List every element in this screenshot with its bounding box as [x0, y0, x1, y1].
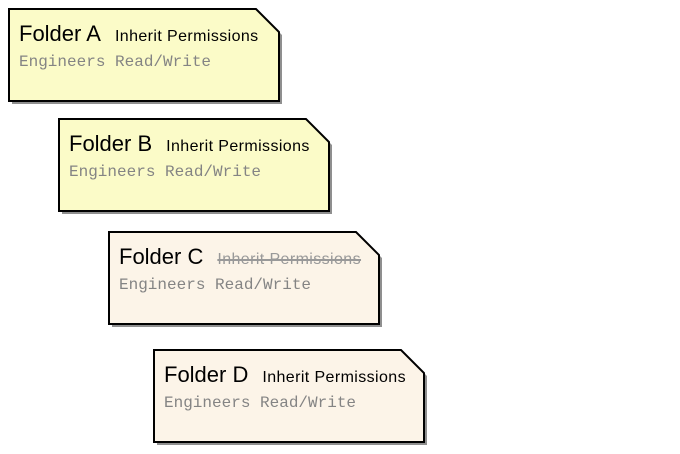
- note-outline-shape: [108, 231, 380, 325]
- note-header: Folder D Inherit Permissions: [164, 362, 415, 388]
- note-card-folder-b: Folder B Inherit Permissions Engineers R…: [58, 118, 334, 216]
- note-content: Folder D Inherit Permissions Engineers R…: [155, 351, 423, 441]
- note-permission-tag: Inherit Permissions: [114, 28, 259, 45]
- note-title: Folder A: [19, 21, 101, 46]
- note-outline-shape: [8, 8, 280, 102]
- note-shape-svg: [8, 8, 282, 104]
- note-permission-tag: Inherit Permissions: [166, 138, 310, 155]
- note-outline-shape: [58, 118, 330, 212]
- note-acl-text: Engineers Read/Write: [119, 276, 312, 294]
- note-content: Folder C Inherit Permissions Engineers R…: [110, 233, 378, 323]
- note-shape-svg: [108, 231, 382, 327]
- note-shape-svg: [58, 118, 332, 214]
- note-outline-shape: [153, 349, 425, 443]
- note-card-folder-a: Folder A Inherit Permissions Engineers R…: [8, 8, 284, 106]
- note-title: Folder B: [69, 131, 153, 156]
- note-title: Folder D: [164, 362, 249, 387]
- note-content: Folder B Inherit Permissions Engineers R…: [60, 120, 328, 210]
- note-shape-svg: [153, 349, 427, 445]
- note-permission-tag-strikethrough: Inherit Permissions: [217, 251, 362, 268]
- note-card-folder-c: Folder C Inherit Permissions Engineers R…: [108, 231, 384, 329]
- note-header: Folder B Inherit Permissions: [69, 131, 320, 157]
- note-acl-text: Engineers Read/Write: [69, 163, 262, 181]
- note-permission-tag: Inherit Permissions: [262, 369, 407, 386]
- note-content: Folder A Inherit Permissions Engineers R…: [10, 10, 278, 100]
- note-acl-text: Engineers Read/Write: [164, 394, 357, 412]
- note-card-folder-d: Folder D Inherit Permissions Engineers R…: [153, 349, 429, 447]
- note-header: Folder C Inherit Permissions: [119, 244, 370, 270]
- note-header: Folder A Inherit Permissions: [19, 21, 270, 47]
- note-title: Folder C: [119, 244, 204, 269]
- note-acl-text: Engineers Read/Write: [19, 53, 212, 71]
